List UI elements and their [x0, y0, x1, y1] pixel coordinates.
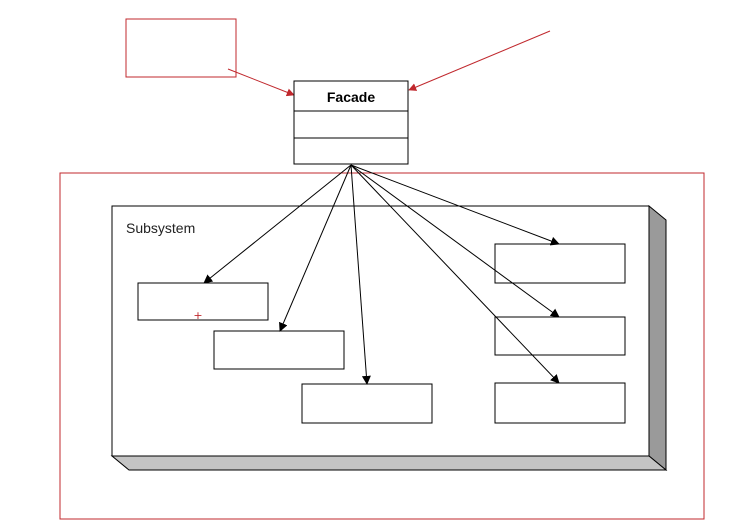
- annotation-arrow-right: [408, 30, 551, 91]
- subsystem-class-4: [494, 243, 626, 284]
- arrow-to-class-6: [350, 164, 560, 384]
- subsystem-class-1: [137, 282, 269, 321]
- subsystem-side-face: [648, 204, 667, 472]
- annotation-frame-subsystem: [59, 172, 705, 520]
- subsystem-class-6: [494, 382, 626, 424]
- annotation-box-client: [125, 18, 237, 78]
- cursor-crosshair-icon: +: [193, 309, 202, 322]
- arrow-to-class-4: [350, 164, 560, 246]
- arrow-to-class-3: [350, 164, 371, 385]
- facade-delegation-arrows: [203, 164, 560, 385]
- facade-box: [293, 80, 409, 165]
- arrow-to-class-1: [203, 164, 352, 284]
- subsystem-class-3: [301, 383, 433, 424]
- subsystem-class-2: [213, 330, 345, 370]
- annotation-arrow-left: [227, 68, 295, 97]
- facade-class: Facade: [293, 80, 409, 165]
- arrow-to-class-5: [350, 164, 560, 318]
- facade-title: Facade: [327, 89, 375, 105]
- subsystem-class-5: [494, 316, 626, 356]
- arrow-to-class-2: [279, 164, 352, 332]
- subsystem-bottom-face: [110, 455, 668, 471]
- subsystem-label: Subsystem: [126, 220, 195, 236]
